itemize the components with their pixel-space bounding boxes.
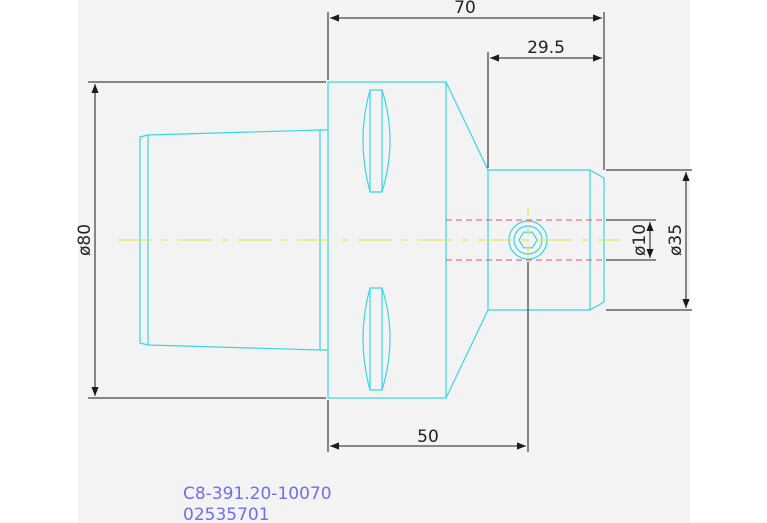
dim-shank-length: 29.5 <box>527 38 565 58</box>
dim-body-diameter: ø80 <box>75 224 95 256</box>
dim-bore-diameter: ø10 <box>630 224 650 256</box>
drive-key-bottom <box>362 287 391 391</box>
drawing-area-background <box>78 0 690 523</box>
dim-overall-length: 70 <box>454 0 476 18</box>
dim-shank-diameter: ø35 <box>666 224 686 256</box>
drive-key-top <box>362 89 391 193</box>
dim-flange-to-center: 50 <box>417 427 439 447</box>
dimension-lines <box>88 12 692 452</box>
part-number: 02535701 <box>183 505 270 523</box>
hex-socket <box>518 231 538 249</box>
hidden-bore-lines <box>446 219 604 261</box>
centerlines <box>118 208 620 272</box>
part-code: C8-391.20-10070 <box>183 484 332 504</box>
